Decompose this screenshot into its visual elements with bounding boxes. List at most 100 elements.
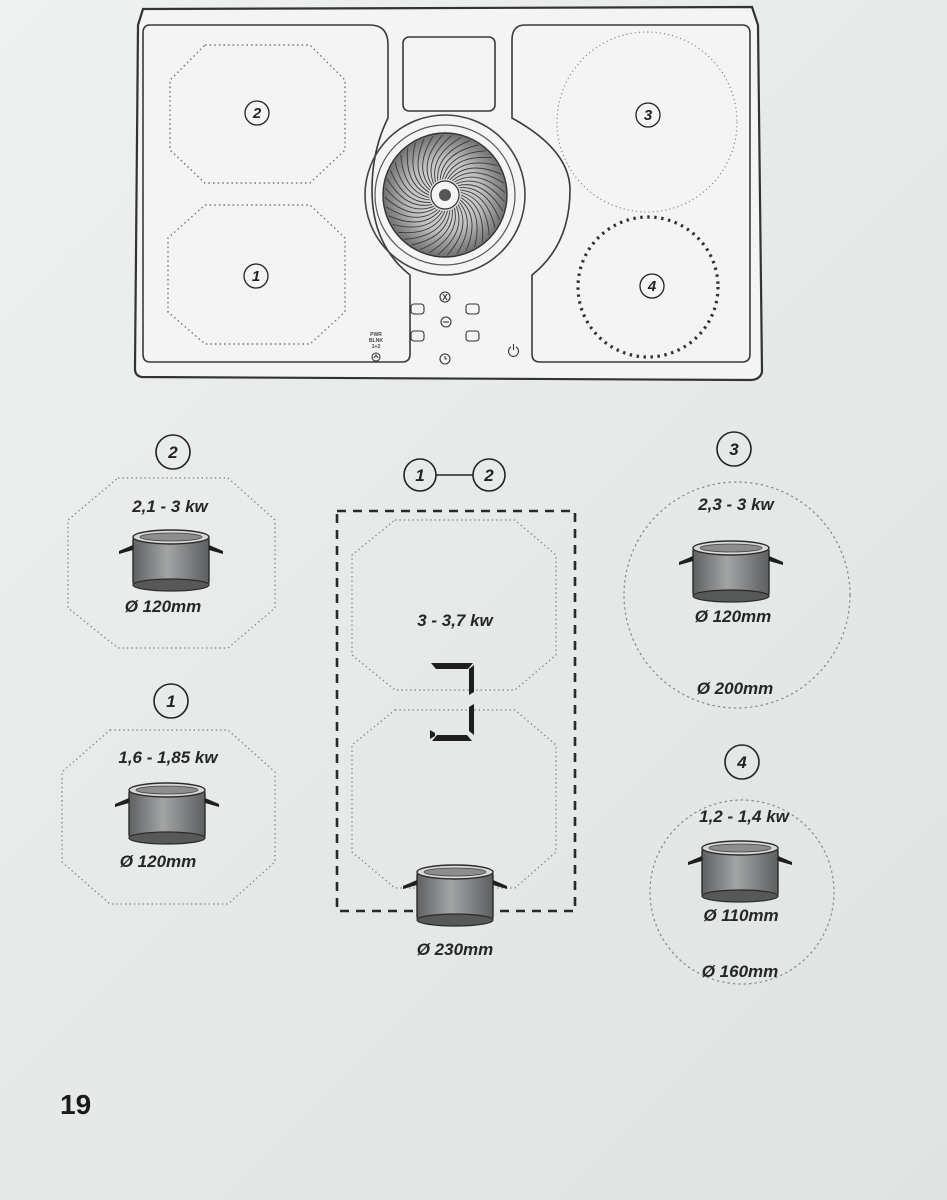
pot-icon <box>402 864 508 927</box>
fan-blade <box>400 154 430 198</box>
zone-3-select-icon[interactable] <box>465 303 480 315</box>
fan-blade <box>392 210 443 228</box>
control-text: PWR BLNK 1+2 <box>369 332 383 350</box>
bridge-diameter: Ø 230mm <box>417 940 494 959</box>
zone-2-diameter: Ø 120mm <box>125 597 202 616</box>
fan-blade <box>457 184 504 212</box>
fan-blade <box>389 169 431 203</box>
fan-blade <box>419 209 453 251</box>
svg-text:BLNK: BLNK <box>369 338 383 344</box>
fan-blade <box>388 209 441 223</box>
svg-text:2: 2 <box>483 466 494 485</box>
fan-blade <box>411 210 451 246</box>
seven-segment-display <box>430 663 474 741</box>
svg-text:1: 1 <box>166 692 175 711</box>
fan-blade <box>456 202 468 255</box>
fan-blade <box>460 197 478 248</box>
pot-icon <box>687 840 793 903</box>
zone-4-detail: 4 1,2 - 1,4 kw Ø 110mm Ø 160mm <box>649 744 835 985</box>
zone-1-select-icon[interactable] <box>410 330 425 342</box>
fan-blade <box>412 142 430 193</box>
fan-blade <box>447 204 464 256</box>
fan-blade <box>439 144 479 180</box>
zone-2-detail: 2 2,1 - 3 kw Ø 120mm <box>67 434 276 649</box>
svg-text:2: 2 <box>252 105 262 122</box>
fan-blade <box>460 194 484 243</box>
pot-icon <box>678 540 784 603</box>
fan-blade <box>385 187 434 210</box>
fan-blade <box>417 138 431 191</box>
fan-blade <box>456 180 505 203</box>
zone-3-outer-diameter: Ø 200mm <box>697 679 774 698</box>
bridge-power: 3 - 3,7 kw <box>417 611 494 630</box>
fan-blade <box>447 162 498 180</box>
pot-icon <box>118 529 224 592</box>
zone-4-power: 1,2 - 1,4 kw <box>699 807 791 826</box>
fan-blade <box>422 135 434 188</box>
fan-blade <box>404 210 448 240</box>
fan-blade <box>384 197 436 214</box>
zone-2-badge: 2 <box>155 434 191 470</box>
fan-blade <box>444 156 493 180</box>
svg-text:1: 1 <box>415 466 424 485</box>
hob-zone-label-3: 3 <box>635 102 661 128</box>
fan-blade <box>426 134 443 186</box>
pot-icon <box>114 782 220 845</box>
timer-icon[interactable] <box>439 353 451 365</box>
lock-icon[interactable] <box>371 352 381 362</box>
bridge-symbol-icon: 1 2 <box>403 458 506 492</box>
zone-2-power: 2,1 - 3 kw <box>131 497 209 516</box>
svg-text:1+2: 1+2 <box>372 344 381 350</box>
fan-blade <box>406 147 430 196</box>
hob-zone-label-1: 1 <box>243 263 269 289</box>
zone-1-diameter: Ø 120mm <box>120 852 197 871</box>
svg-text:1: 1 <box>252 268 260 285</box>
zone-1-detail: 1 1,6 - 1,85 kw Ø 120mm <box>61 683 276 905</box>
zone-3-badge: 3 <box>716 431 752 467</box>
fan-blade <box>442 150 486 180</box>
fan-blade <box>459 187 501 221</box>
zone-3-inner-diameter: Ø 120mm <box>695 607 772 626</box>
fan-blade <box>430 135 453 184</box>
fan-blade <box>386 178 433 206</box>
hob-zone-label-4: 4 <box>639 273 665 299</box>
fan-blade <box>452 172 505 184</box>
zone-3-power: 2,3 - 3 kw <box>697 495 775 514</box>
svg-text:4: 4 <box>736 753 747 772</box>
zone-4-outer-diameter: Ø 160mm <box>702 962 779 981</box>
fan-blade <box>459 199 473 252</box>
zone-2-select-icon[interactable] <box>410 303 425 315</box>
fan-blade <box>454 176 506 193</box>
fan-blade <box>394 161 430 201</box>
page-number: 19 <box>60 1089 91 1120</box>
zone-3-detail: 3 2,3 - 3 kw Ø 120mm Ø 200mm <box>623 431 851 709</box>
fan-control-icon <box>439 291 451 303</box>
fan-blade <box>449 167 502 181</box>
svg-text:2: 2 <box>167 443 178 462</box>
hob-diagram: 2 1 3 4 <box>133 5 764 382</box>
fan-blade <box>434 136 462 183</box>
minus-button[interactable] <box>440 316 452 328</box>
zone-1-power: 1,6 - 1,85 kw <box>118 748 219 767</box>
svg-text:4: 4 <box>647 278 657 295</box>
fan-blade <box>385 206 438 218</box>
hob-zone-label-2: 2 <box>244 100 270 126</box>
fan-blade <box>437 139 471 181</box>
svg-text:PWR: PWR <box>370 332 382 338</box>
zone-4-inner-diameter: Ø 110mm <box>703 906 778 925</box>
fan-blade <box>397 210 446 234</box>
svg-text:3: 3 <box>644 107 653 124</box>
control-panel <box>371 291 520 365</box>
zone-4-badge: 4 <box>724 744 760 780</box>
power-icon[interactable] <box>507 344 520 357</box>
fan-icon <box>364 114 526 276</box>
zone-4-select-icon[interactable] <box>465 330 480 342</box>
fan-blade <box>460 189 496 229</box>
bridge-detail: 1 2 3 - 3,7 kw Ø 230mm <box>335 458 577 959</box>
fan-blade <box>437 206 460 255</box>
fan-blade <box>460 192 490 236</box>
svg-text:3: 3 <box>729 440 739 459</box>
zone-1-badge: 1 <box>153 683 189 719</box>
fan-blade <box>428 207 456 254</box>
